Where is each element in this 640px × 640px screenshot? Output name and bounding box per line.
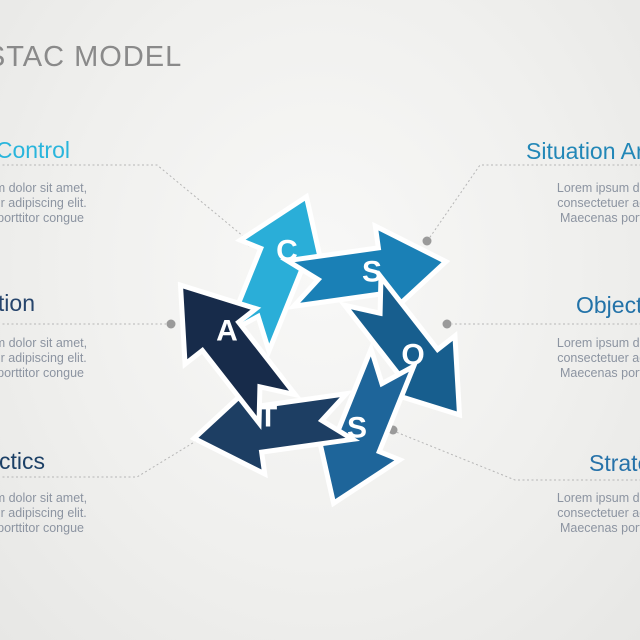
connector-line xyxy=(395,431,640,481)
connector-dot xyxy=(442,319,452,329)
body-line: Maecenas porttitor congue xyxy=(559,366,640,380)
section-body-control: Lorem ipsum dolor sit amet, consectetuer… xyxy=(0,181,175,226)
cycle-letter-s2: S xyxy=(347,412,367,445)
section-body-situation-analysis: Lorem ipsum dolor sit amet, consectetuer… xyxy=(469,181,640,226)
body-line: Maecenas porttitor congue xyxy=(559,211,640,225)
section-heading-situation-analysis: Situation Analysis xyxy=(526,138,640,164)
body-line: Maecenas porttitor congue xyxy=(0,211,84,225)
block-arrow-icon xyxy=(177,281,302,431)
body-line: Lorem ipsum dolor sit amet, xyxy=(0,181,88,195)
cycle-letter-c: C xyxy=(276,235,298,268)
body-line: Lorem ipsum dolor sit amet, xyxy=(556,336,640,350)
section-heading-action: Action xyxy=(0,290,35,316)
body-line: Maecenas porttitor congue xyxy=(559,521,640,535)
section-heading-objectives: Objectives xyxy=(576,292,640,318)
cycle-arrow-action xyxy=(177,281,302,431)
body-line: Lorem ipsum dolor sit amet, xyxy=(0,491,88,505)
section-heading-strategy: Strategy xyxy=(589,450,640,476)
body-line: Lorem ipsum dolor sit amet, xyxy=(556,181,640,195)
body-line: consectetuer adipiscing elit. xyxy=(0,506,87,520)
connector-situation-analysis xyxy=(422,164,640,246)
section-heading-tactics: Tactics xyxy=(0,448,45,474)
section-body-strategy: Lorem ipsum dolor sit amet, consectetuer… xyxy=(469,491,640,536)
connector-line xyxy=(0,164,250,242)
connector-objectives xyxy=(442,319,640,329)
connector-action xyxy=(0,319,176,329)
cycle-letter-t: T xyxy=(259,401,277,434)
section-body-tactics: Lorem ipsum dolor sit amet, consectetuer… xyxy=(0,491,175,536)
section-body-objectives: Lorem ipsum dolor sit amet, consectetuer… xyxy=(469,336,640,381)
body-line: consectetuer adipiscing elit. xyxy=(557,196,640,210)
section-body-action: Lorem ipsum dolor sit amet, consectetuer… xyxy=(0,336,175,381)
body-line: consectetuer adipiscing elit. xyxy=(557,506,640,520)
body-line: consectetuer adipiscing elit. xyxy=(0,196,87,210)
connector-dot xyxy=(422,236,432,246)
cycle-letter-a: A xyxy=(216,315,238,348)
body-line: Maecenas porttitor congue xyxy=(0,366,84,380)
body-line: Maecenas porttitor congue xyxy=(0,521,84,535)
section-heading-control: Control xyxy=(0,137,70,163)
body-line: Lorem ipsum dolor sit amet, xyxy=(0,336,88,350)
body-line: consectetuer adipiscing elit. xyxy=(0,351,87,365)
connector-line xyxy=(427,164,640,241)
body-line: consectetuer adipiscing elit. xyxy=(557,351,640,365)
connector-dot xyxy=(166,319,176,329)
body-line: Lorem ipsum dolor sit amet, xyxy=(556,491,640,505)
cycle-letter-o: O xyxy=(401,339,424,372)
cycle-letter-s1: S xyxy=(362,256,382,289)
